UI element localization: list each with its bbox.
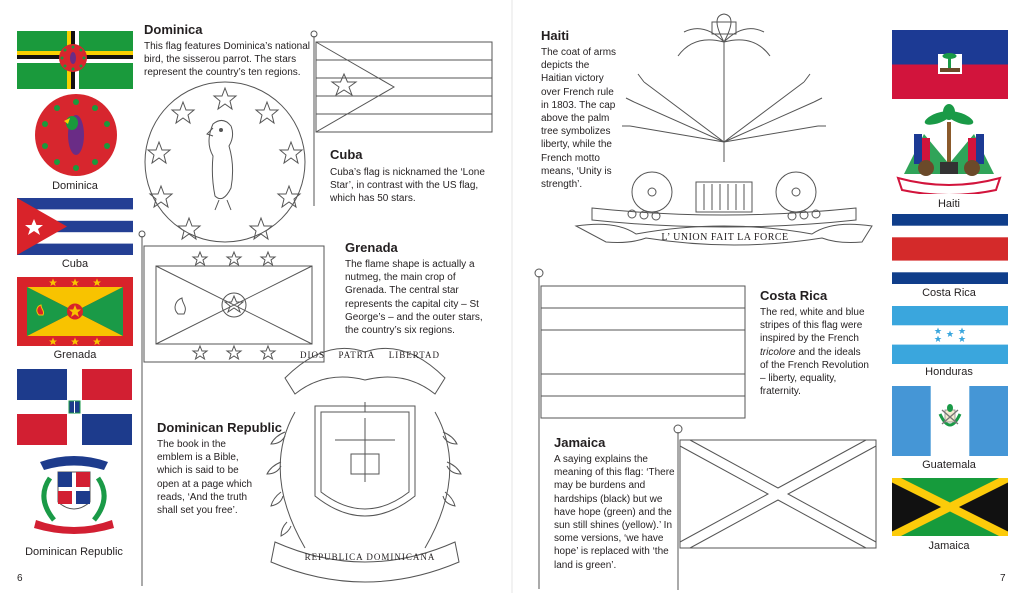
costa-rica-flag xyxy=(892,214,1008,284)
costa-rica-text-1: The red, white and blue stripes of this … xyxy=(760,307,865,345)
dominican-republic-emblem xyxy=(28,448,120,540)
page-gutter xyxy=(511,0,513,593)
jamaica-heading: Jamaica xyxy=(554,435,606,450)
honduras-caption: Honduras xyxy=(925,366,973,378)
haiti-caption: Haiti xyxy=(937,198,960,210)
dominica-text: This flag features Dominica’s national b… xyxy=(144,41,311,79)
dominican-republic-flag xyxy=(17,369,132,445)
costa-rica-caption: Costa Rica xyxy=(922,287,976,299)
jamaica-flag xyxy=(892,478,1008,536)
dr-ribbon-word-2: PATRIA xyxy=(338,350,376,360)
dr-ribbon-text-top: DIOS PATRIA LIBERTAD xyxy=(300,350,440,360)
jamaica-text: A saying explains the meaning of this fl… xyxy=(554,454,675,571)
grenada-flag xyxy=(17,277,133,346)
costa-rica-text: The red, white and blue stripes of this … xyxy=(760,306,870,398)
jamaica-caption: Jamaica xyxy=(928,540,970,552)
dominican-republic-emblem-outline xyxy=(255,342,465,590)
costa-rica-text-2: and the ideals of the French Revolution … xyxy=(760,346,869,398)
jamaica-flag-outline xyxy=(672,422,882,592)
haiti-text: The coat of arms depicts the Haitian vic… xyxy=(541,47,617,191)
cuba-caption: Cuba xyxy=(61,258,89,270)
cuba-heading: Cuba xyxy=(330,147,363,162)
cuba-text: Cuba’s flag is nicknamed the ‘Lone Star’… xyxy=(330,167,485,205)
haiti-motto: L’ UNION FAIT LA FORCE xyxy=(661,232,789,243)
dominica-caption: Dominica xyxy=(52,180,98,192)
grenada-caption: Grenada xyxy=(53,349,97,361)
guatemala-flag xyxy=(892,386,1008,456)
guatemala-caption: Guatemala xyxy=(922,459,976,471)
grenada-flag-outline xyxy=(138,228,338,588)
costa-rica-text-italic: tricolore xyxy=(760,346,796,358)
haiti-emblem xyxy=(894,104,1004,194)
grenada-text: The flame shape is actually a nutmeg, th… xyxy=(345,259,483,337)
dominica-heading: Dominica xyxy=(144,22,203,37)
dominican-republic-text: The book in the emblem is a Bible, which… xyxy=(157,439,253,517)
dominica-emblem xyxy=(34,93,118,177)
dr-ribbon-text-bottom: REPUBLICA DOMINICANA xyxy=(304,552,436,562)
page-number-right: 7 xyxy=(1000,573,1006,584)
haiti-flag xyxy=(892,30,1008,99)
costa-rica-flag-outline xyxy=(533,266,753,591)
cuba-flag-outline xyxy=(310,28,500,208)
dominica-flag xyxy=(17,31,133,89)
dominican-republic-caption: Dominican Republic xyxy=(25,546,123,558)
haiti-heading: Haiti xyxy=(541,28,570,43)
dr-ribbon-word-3: LIBERTAD xyxy=(388,350,440,360)
dominica-emblem-outline xyxy=(143,80,307,244)
costa-rica-heading: Costa Rica xyxy=(760,288,828,303)
grenada-heading: Grenada xyxy=(345,240,398,255)
cuba-flag xyxy=(17,198,133,255)
haiti-emblem-outline xyxy=(572,12,877,257)
page-number-left: 6 xyxy=(17,573,23,584)
dr-ribbon-word-1: DIOS xyxy=(300,350,326,360)
honduras-flag xyxy=(892,306,1008,364)
dominican-republic-heading: Dominican Republic xyxy=(157,420,282,435)
